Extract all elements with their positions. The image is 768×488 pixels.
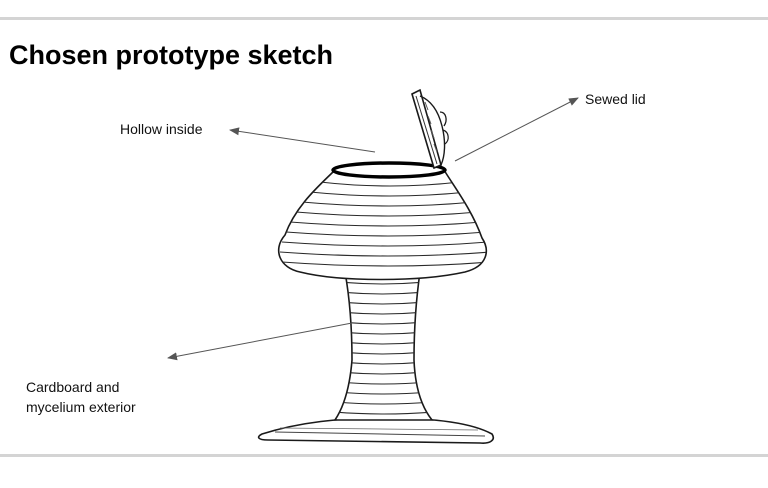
arrow-sewed-lid <box>455 98 578 161</box>
arrow-hollow-inside <box>230 130 375 152</box>
bottom-divider <box>0 454 768 457</box>
sketch-cap <box>279 163 490 280</box>
sketch-stem <box>334 272 434 420</box>
sketch-lid <box>412 90 448 168</box>
sketch-base <box>259 418 494 443</box>
arrow-cardboard-exterior <box>168 323 352 358</box>
